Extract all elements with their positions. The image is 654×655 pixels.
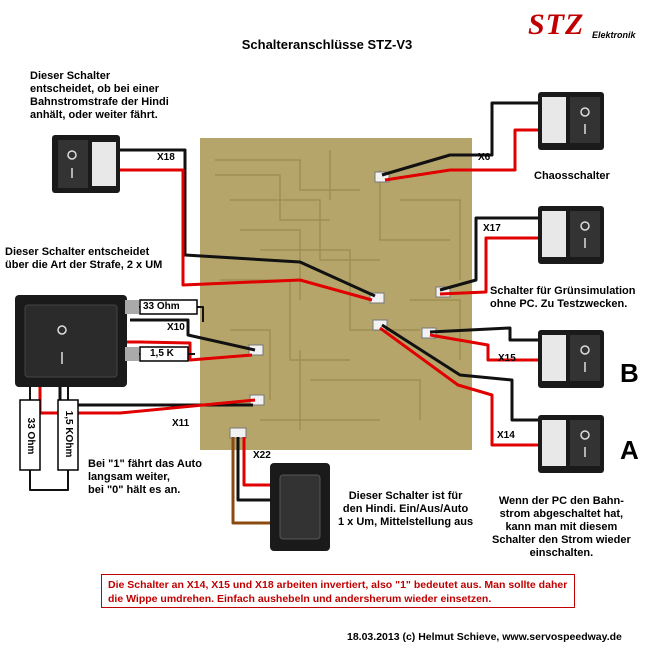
wire-x18-red	[120, 168, 373, 302]
label-chaos-switch: Chaosschalter	[534, 170, 610, 182]
connector-label-x18: X18	[157, 152, 175, 163]
connector-label-x17: X17	[483, 223, 501, 234]
footer-credit: 18.03.2013 (c) Helmut Schieve, www.servo…	[347, 631, 622, 643]
marker-a: A	[620, 435, 639, 465]
wire-x22-brown	[231, 437, 272, 525]
connector-label-x6: X6	[478, 152, 491, 163]
connector-label-x11: X11	[172, 418, 190, 429]
notice-inverted-switches: Die Schalter an X14, X15 und X18 arbeite…	[101, 574, 575, 608]
switch-x14[interactable]	[538, 415, 604, 473]
switch-hindi[interactable]	[270, 463, 330, 551]
switch-penalty[interactable]	[15, 295, 139, 387]
wire-x6-black	[381, 101, 540, 177]
resistor-33-ohm-vertical	[19, 399, 41, 471]
connector-label-x15: X15	[498, 353, 516, 364]
switch-chaos[interactable]	[538, 92, 604, 150]
note-green-sim: Schalter für Grünsimulation ohne PC. Zu …	[490, 285, 636, 310]
connector-label-x14: X14	[497, 430, 515, 441]
wire-x11-red	[38, 385, 256, 415]
pcb-traces	[215, 150, 461, 430]
wire-x17-black	[439, 216, 540, 292]
wire-x15-black	[429, 326, 540, 342]
logo-subtitle: Elektronik	[592, 30, 636, 40]
wire-x17-red	[439, 236, 540, 296]
note-penalty-switch: Dieser Schalter entscheidet über die Art…	[5, 246, 163, 271]
wire-x14-black	[381, 323, 540, 422]
note-pc-off: Wenn der PC den Bahn- strom abgeschaltet…	[492, 495, 631, 559]
marker-b: B	[620, 358, 639, 388]
resistor-33-ohm-top	[139, 299, 198, 315]
note-speed: Bei "1" fährt das Auto langsam weiter, b…	[88, 458, 202, 496]
wire-x18-black	[120, 148, 376, 298]
wire-x10-red	[125, 340, 253, 362]
wire-x15-red	[429, 333, 540, 362]
switch-x18[interactable]	[52, 135, 120, 193]
switch-x15[interactable]	[538, 330, 604, 388]
resistor-label-33-ohm-vertical: 33 Ohm	[25, 417, 36, 455]
page-title: Schalteranschlüsse STZ-V3	[241, 37, 413, 52]
note-x18-switch: Dieser Schalter entscheidet, ob bei eine…	[30, 70, 169, 121]
connector-label-x10: X10	[167, 322, 185, 333]
logo-stz: STZ	[528, 8, 585, 41]
note-hindi-switch: Dieser Schalter ist für den Hindi. Ein/A…	[338, 490, 474, 528]
switch-green-sim[interactable]	[538, 206, 604, 264]
wire-x6-red	[384, 128, 540, 182]
resistor-label-1-5kohm-vertical: 1,5 KOhm	[63, 410, 74, 458]
wire-x22-red	[242, 437, 272, 487]
resistor-1-5kohm-vertical	[57, 399, 79, 471]
resistor-label-1-5k: 1,5 K	[150, 348, 174, 359]
wire-x10-black	[130, 318, 256, 352]
wire-x22-black	[236, 437, 272, 502]
wires	[29, 101, 540, 525]
resistor-label-33-ohm: 33 Ohm	[143, 301, 180, 312]
pcb-board	[200, 138, 472, 450]
wire-x14-red	[379, 326, 540, 447]
resistor-1-5k	[139, 346, 189, 362]
connector-label-x22: X22	[253, 450, 271, 461]
